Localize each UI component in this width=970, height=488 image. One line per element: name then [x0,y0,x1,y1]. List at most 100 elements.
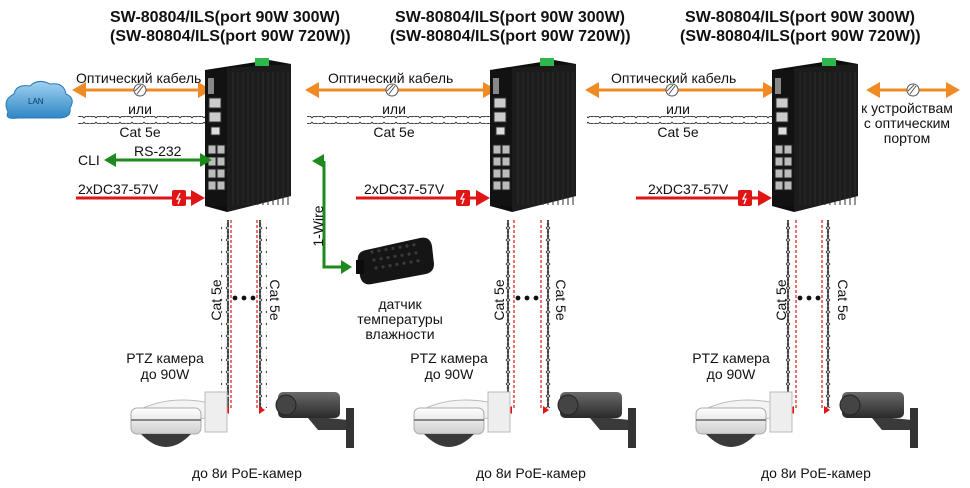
ethernet-port-icon [492,180,502,191]
sensor-vent-hole [386,256,390,260]
sensor-vent-hole [388,264,392,268]
sfp-port-icon [493,97,507,109]
fiber-icon-stroke [668,85,676,95]
camera-group-1 [130,220,354,448]
sensor-vent-hole [393,254,397,258]
bullet-lens [557,394,579,416]
link-2-optical-label: Оптический кабель [328,70,454,86]
cli-label: CLI [78,152,100,168]
bullet-lens [275,394,297,416]
sensor-vent-hole [416,259,420,263]
ethernet-port-icon [492,144,502,155]
optical-link-4 [866,82,960,98]
link-3-cat-label: Cat 5e [657,124,699,140]
lightning-icon [172,190,186,206]
ethernet-port-icon [492,156,502,167]
ellipsis-dot [232,295,238,301]
dome-lens [141,434,191,447]
fiber-icon-stroke [909,85,917,95]
led-panel [775,78,781,94]
fiber-icon-stroke [907,84,915,92]
arrowhead [476,190,490,206]
bullet-camera-icon [839,392,918,448]
sensor-vent-hole [381,265,385,269]
sensor-vent-hole [379,257,383,261]
group-1-footer: до 8и PoE-камер [192,465,302,481]
ellipsis-dot [241,295,247,301]
link-3-optical-label: Оптический кабель [611,70,737,86]
power-2-label: 2xDC37-57V [364,181,445,197]
switch-1-title-line1: SW-80804/ILS(port 90W 300W) [110,9,340,26]
lightning-glyph [741,192,747,205]
link-1-cat-label: Cat 5e [119,124,161,140]
arrowhead [259,406,265,414]
fiber-icon-stroke [386,84,394,92]
ethernet-port-icon [501,168,511,179]
power-3-label: 2xDC37-57V [648,181,729,197]
ethernet-port-icon [783,156,793,167]
arrowhead-left [305,82,319,98]
lan-label: LAN [28,97,44,106]
sensor-vent-hole [400,253,404,257]
ethernet-port-icon [207,180,217,191]
power-terminal-icon [255,58,269,66]
ethernet-port-icon [216,168,226,179]
group-1-cat-right: Cat 5e [267,279,283,321]
twisted-pair-cable [587,116,777,124]
group-2-cat-left: Cat 5e [491,279,507,321]
uplink-end-line3: портом [883,130,931,146]
switch-side [227,64,291,212]
one-wire-label: 1-Wire [310,205,326,247]
arrowhead-left [72,82,86,98]
ethernet-port-icon [207,144,217,155]
group-2-ptz-line2: до 90W [424,366,474,382]
bullet-wall-plate [910,408,918,448]
uplink-end-label: к устройствам с оптическим портом [852,101,962,146]
ellipsis-dot [533,295,539,301]
group-3-footer: до 8и PoE-камер [761,465,871,481]
sensor-vent-hole [409,260,413,264]
sensor-vent-hole [395,262,399,266]
switch-1-title-line2: (SW-80804/ILS(port 90W 720W)) [110,28,351,45]
arrowhead [758,190,772,206]
sfp-port-icon [493,111,507,123]
group-1-ptz-label: PTZ камера до 90W [120,350,210,382]
switch-side [512,64,576,212]
optical-link-1 [72,82,212,124]
ethernet-port-icon [783,144,793,155]
bullet-wall-plate [346,408,354,448]
ethernet-port-icon [783,180,793,191]
lightning-glyph [175,192,181,205]
switch-3-title: SW-80804/ILS(port 90W 300W) (SW-80804/IL… [680,8,921,46]
sensor-vent-hole [405,244,409,248]
sensor-vent-hole [372,258,376,262]
led-panel [208,78,214,94]
sensor-vent-hole [407,252,411,256]
sfp-port-icon [208,111,222,123]
group-2-cat-right: Cat 5e [553,279,569,321]
wall-mount [204,391,228,433]
power-terminal-icon [540,58,554,66]
console-port-icon [495,126,506,136]
twisted-pair-cable [824,220,832,408]
switch-2-device [490,58,576,212]
power-3-arrow [636,190,772,206]
switch-3-title-line2: (SW-80804/ILS(port 90W 720W)) [680,28,921,45]
power-terminal-icon [822,58,836,66]
uplink-end-line2: с оптическим [863,115,951,131]
power-2-arrow [356,190,490,206]
twisted-pair-cable [543,220,551,408]
sensor-vent-hole [377,249,381,253]
ellipsis-dot [797,295,803,301]
dome-housing [130,407,202,435]
switch-2-title-line2: (SW-80804/ILS(port 90W 720W)) [390,28,631,45]
link-3-or-label: или [666,101,690,117]
twisted-pair-cable [786,220,794,408]
group-3-cat-right: Cat 5e [835,279,851,321]
ptz-dome-camera-icon [413,391,511,447]
ethernet-port-icon [492,168,502,179]
ethernet-port-icon [501,156,511,167]
switch-2-title-line1: SW-80804/ILS(port 90W 300W) [395,9,625,26]
arrowhead [543,406,549,414]
